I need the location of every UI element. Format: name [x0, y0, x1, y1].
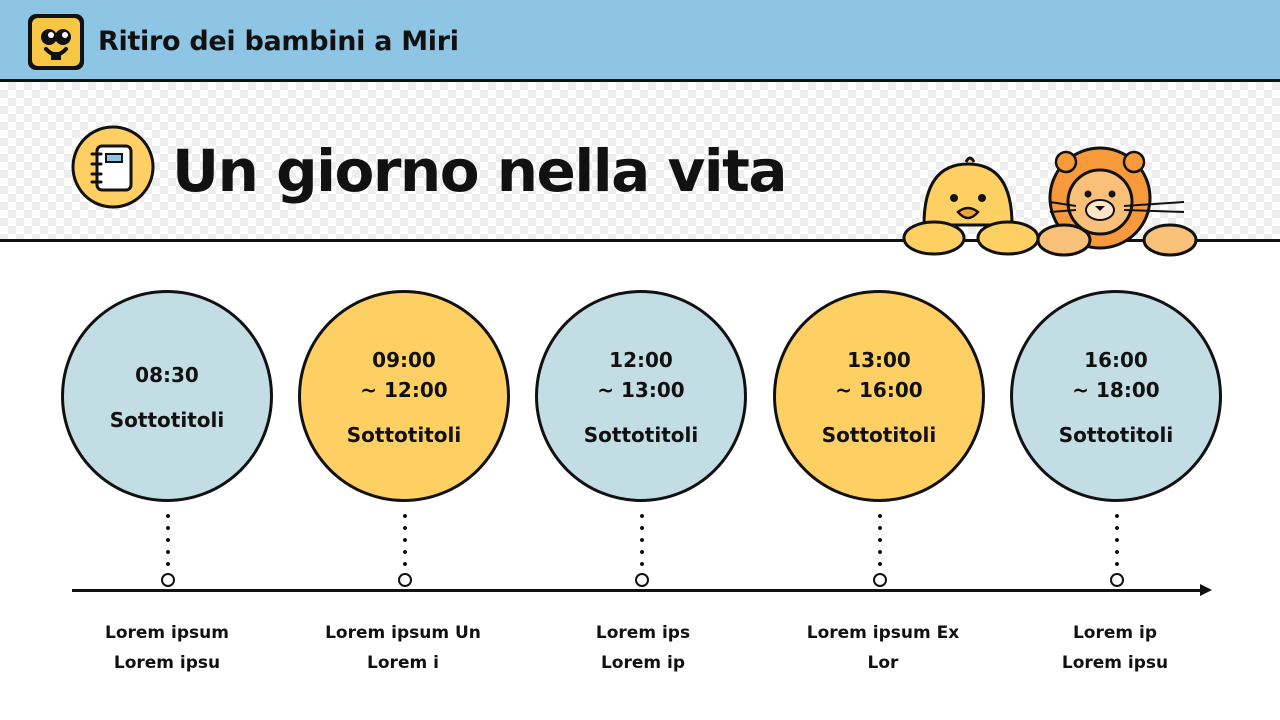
arrow-right-icon — [1200, 584, 1212, 596]
timeline-circle: 16:00 ~ 18:00 Sottotitoli — [1010, 290, 1222, 502]
header-bar: Ritiro dei bambini a Miri — [0, 0, 1280, 82]
timeline-axis — [72, 589, 1202, 592]
caption-line: Lorem ipsum — [105, 623, 229, 643]
caption-line: Lorem ip — [600, 653, 686, 673]
lion-icon — [1036, 146, 1198, 257]
caption-line: Lorem ipsu — [1061, 653, 1169, 673]
timeline-circle: 08:30 Sottotitoli — [61, 290, 273, 502]
subtitle-label: Sottotitoli — [346, 423, 462, 447]
character-face-icon — [32, 18, 80, 66]
caption-line: Lorem ip — [1072, 623, 1158, 643]
page-title: Un giorno nella vita — [172, 137, 788, 205]
timeline-node — [398, 573, 412, 587]
caption-line: Lorem ipsu — [113, 653, 221, 673]
time-label: 12:00 ~ 13:00 — [597, 348, 685, 402]
brand-title: Ritiro dei bambini a Miri — [98, 26, 459, 57]
timeline-caption: Lorem ipsum Un Lorem i — [293, 618, 513, 678]
timeline-caption: Lorem ip Lorem ipsu — [1005, 618, 1225, 678]
timeline-caption: Lorem ipsum Lorem ipsu — [57, 618, 277, 678]
timeline-node — [635, 573, 649, 587]
caption-line: Lorem ipsum Un — [325, 623, 481, 643]
time-label: 08:30 — [135, 363, 199, 387]
dotted-connector — [640, 510, 644, 572]
dotted-connector — [166, 510, 170, 572]
chick-icon — [902, 156, 1040, 256]
caption-line: Lorem ipsum Ex — [806, 623, 960, 643]
caption-line: Lorem ips — [595, 623, 691, 643]
timeline-node — [1110, 573, 1124, 587]
timeline-circle: 13:00 ~ 16:00 Sottotitoli — [773, 290, 985, 502]
timeline-node — [161, 573, 175, 587]
animal-decoration — [902, 146, 1198, 257]
time-label: 13:00 ~ 16:00 — [835, 348, 923, 402]
subtitle-label: Sottotitoli — [583, 423, 699, 447]
logo — [28, 14, 84, 70]
timeline-node — [873, 573, 887, 587]
dotted-connector — [403, 510, 407, 572]
subtitle-label: Sottotitoli — [109, 408, 225, 432]
caption-line: Lor — [867, 653, 899, 673]
timeline-circle: 09:00 ~ 12:00 Sottotitoli — [298, 290, 510, 502]
time-label: 09:00 ~ 12:00 — [360, 348, 448, 402]
dotted-connector — [878, 510, 882, 572]
caption-line: Lorem i — [367, 653, 439, 673]
timeline-circle: 12:00 ~ 13:00 Sottotitoli — [535, 290, 747, 502]
dotted-connector — [1115, 510, 1119, 572]
subtitle-label: Sottotitoli — [821, 423, 937, 447]
timeline-caption: Lorem ips Lorem ip — [533, 618, 753, 678]
time-label: 16:00 ~ 18:00 — [1072, 348, 1160, 402]
notebook-icon — [70, 124, 156, 210]
timeline-caption: Lorem ipsum Ex Lor — [773, 618, 993, 678]
subtitle-label: Sottotitoli — [1058, 423, 1174, 447]
